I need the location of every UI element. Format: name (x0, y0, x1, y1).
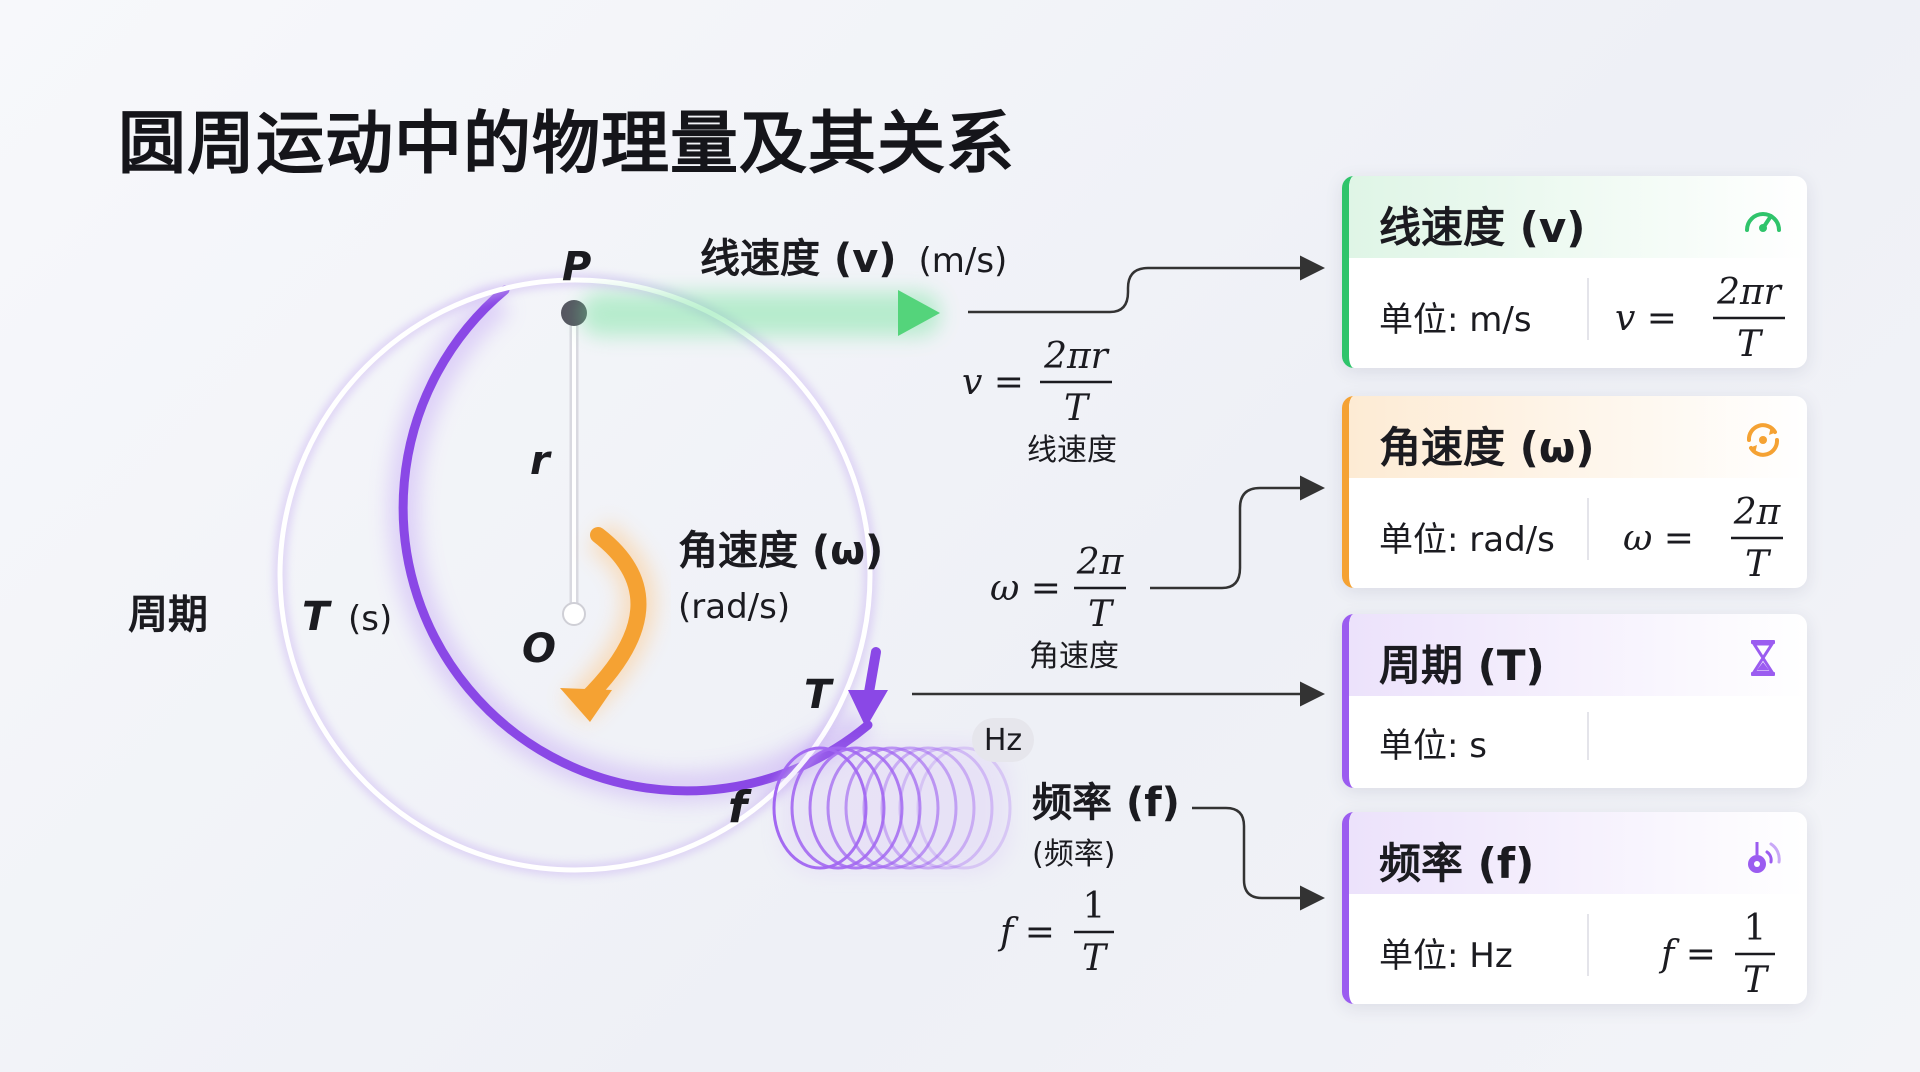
angular-velocity-unit: (rad/s) (678, 587, 790, 627)
card-divider (1587, 278, 1589, 340)
card-unit: 单位: s (1379, 726, 1487, 766)
card-title: 线速度 (v) (1379, 203, 1586, 252)
svg-text:ω =: ω = (1623, 518, 1694, 559)
period-arrow-label: T (804, 672, 834, 718)
svg-text:2π: 2π (1733, 492, 1782, 533)
svg-text:1: 1 (1744, 908, 1767, 949)
period-arc (398, 285, 873, 796)
card-period: 周期 (T) 单位: s (1342, 614, 1807, 788)
card-divider (1587, 914, 1589, 976)
frequency-sub: (频率) (1032, 837, 1115, 872)
page-title: 圆周运动中的物理量及其关系 (118, 105, 1016, 184)
velocity-arrowhead (898, 290, 940, 336)
svg-text:2πr: 2πr (1716, 272, 1783, 313)
card-linear-velocity: 线速度 (v) 单位: m/s v = 2πr T (1342, 176, 1807, 368)
card-divider (1587, 498, 1589, 560)
angular-arrow (577, 527, 647, 708)
svg-text:f =: f = (997, 912, 1055, 953)
angular-velocity-label: 角速度 (ω) (678, 528, 883, 574)
formula-velocity-caption: 线速度 (1027, 433, 1117, 468)
svg-text:T: T (1743, 960, 1770, 1001)
motion-circle (277, 277, 873, 873)
angular-arrowhead (560, 688, 612, 722)
signal-icon (1748, 842, 1781, 873)
linear-velocity-unit: (m/s) (919, 241, 1008, 281)
hz-badge-bg (972, 718, 1034, 762)
card-unit: 单位: rad/s (1379, 520, 1555, 560)
period-symbol: T (s) (302, 594, 392, 640)
svg-text:T: T (1064, 388, 1091, 429)
center-point-o (562, 602, 586, 626)
svg-text:2πr: 2πr (1043, 336, 1110, 377)
speedometer-icon (1745, 212, 1781, 232)
svg-text:1: 1 (1083, 886, 1106, 927)
period-label: 周期 (128, 592, 208, 638)
connector-velocity (968, 255, 1325, 314)
card-title: 周期 (T) (1379, 641, 1545, 690)
svg-text:v =: v = (1615, 298, 1677, 339)
linear-velocity-label: 线速度 (v) (m/s) (700, 236, 1007, 282)
hz-badge-text: Hz (984, 723, 1022, 758)
card-formula: f = 1 T (1658, 908, 1775, 1001)
point-p-label: P (562, 244, 591, 290)
svg-text:T: T (1088, 594, 1115, 635)
card-angular-velocity: 角速度 (ω) 单位: rad/s ω = 2π T (1342, 396, 1807, 588)
card-title: 频率 (f) (1379, 839, 1535, 888)
svg-text:ω =: ω = (990, 568, 1061, 609)
formula-angular: ω = 2π T 角速度 (990, 542, 1126, 674)
card-unit: 单位: Hz (1379, 936, 1513, 976)
card-formula: v = 2πr T (1615, 272, 1785, 365)
svg-text:T: T (1745, 544, 1772, 585)
formula-velocity: v = 2πr T 线速度 (962, 336, 1117, 468)
radius-label: r (530, 438, 552, 484)
svg-text:T: T (1082, 938, 1109, 979)
point-o-label: O (522, 626, 556, 672)
connector-angular (1150, 475, 1325, 590)
period-unit: (s) (348, 599, 392, 639)
card-frequency: 频率 (f) 单位: Hz f = 1 T (1342, 812, 1807, 1004)
frequency-label: 频率 (f) (1032, 780, 1180, 826)
rotate-icon (1747, 423, 1779, 457)
period-arrowhead (848, 690, 888, 728)
card-formula: ω = 2π T (1623, 492, 1783, 585)
hourglass-icon (1751, 640, 1775, 676)
card-unit: 单位: m/s (1379, 300, 1532, 340)
formula-angular-caption: 角速度 (1029, 639, 1119, 674)
svg-text:f =: f = (1658, 934, 1716, 975)
svg-text:v =: v = (962, 362, 1024, 403)
connector-frequency (1192, 806, 1325, 911)
svg-text:T: T (1737, 324, 1764, 365)
svg-text:2π: 2π (1076, 542, 1125, 583)
card-title: 角速度 (ω) (1379, 423, 1595, 472)
card-divider (1587, 712, 1589, 760)
formula-frequency: f = 1 T (997, 886, 1114, 979)
